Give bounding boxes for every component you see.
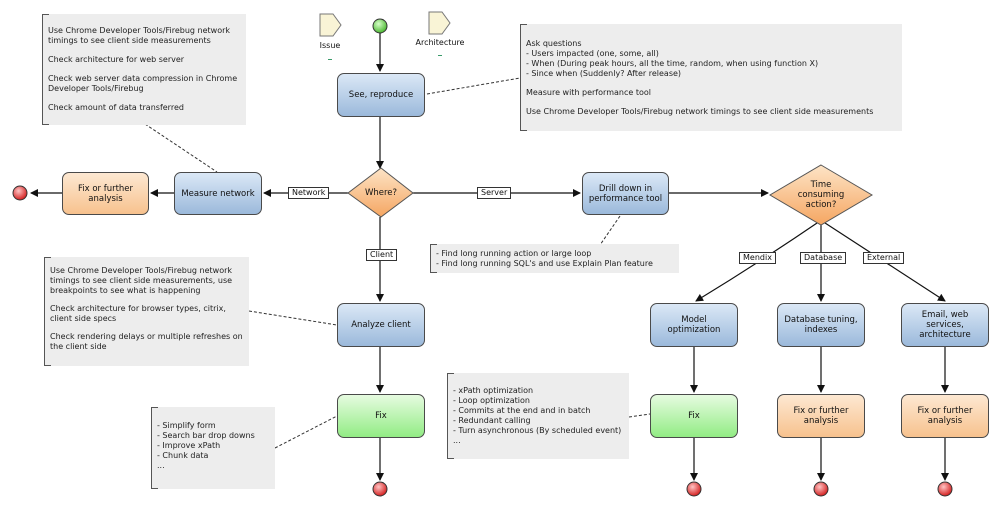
drill-item: - Find long running SQL's and use Explai… (436, 259, 653, 268)
issue-marker (328, 59, 332, 60)
architecture-document-icon[interactable] (428, 11, 451, 35)
end-node-database[interactable] (813, 481, 829, 497)
note-network-line-4: Check amount of data transferred (48, 103, 184, 112)
questions-item: - When (During peak hours, all the time,… (526, 59, 819, 68)
architecture-label: Architecture (415, 38, 465, 47)
time-consuming-label: Time consuming action? (797, 180, 845, 210)
end-node-external[interactable] (937, 481, 953, 497)
issue-label: Issue (319, 41, 341, 50)
analyze-client-node[interactable]: Analyze client (337, 303, 425, 347)
note-client-line-1: Use Chrome Developer Tools/Firebug netwo… (50, 266, 233, 295)
edge-label-network: Network (288, 187, 330, 199)
fix-client-node[interactable]: Fix (337, 394, 425, 438)
fix-network-node[interactable]: Fix or further analysis (62, 172, 149, 215)
drill-item: - Find long running action or large loop (436, 249, 592, 258)
note-network: Use Chrome Developer Tools/Firebug netwo… (42, 14, 246, 125)
questions-performance-tool: Measure with performance tool (526, 88, 651, 97)
note-fix-model: - xPath optimization - Loop optimization… (447, 373, 629, 459)
decision-time-consuming[interactable] (769, 164, 873, 226)
note-drill: - Find long running action or large loop… (430, 244, 679, 273)
see-reproduce-node[interactable]: See, reproduce (337, 73, 425, 117)
fix-client-item: - Improve xPath (157, 441, 221, 450)
note-network-line-2: Check architecture for web server (48, 55, 185, 64)
where-label: Where? (364, 188, 398, 198)
fix-client-item: - Search bar drop downs (157, 431, 255, 440)
edge-label-mendix: Mendix (739, 252, 776, 264)
fix-client-item: ... (157, 461, 165, 470)
note-connectors (144, 77, 651, 449)
note-client: Use Chrome Developer Tools/Firebug netwo… (44, 257, 249, 366)
fix-model-item: - xPath optimization (453, 386, 534, 395)
fix-model-item: - Commits at the end and in batch (453, 406, 591, 415)
fix-model-item: - Turn asynchronous (By scheduled event) (453, 426, 622, 435)
fix-model-item: - Redundant calling (453, 416, 531, 425)
decision-where[interactable] (347, 167, 414, 218)
edge-label-database: Database (800, 252, 847, 264)
edge-label-external: External (863, 252, 905, 264)
questions-heading: Ask questions (526, 39, 582, 48)
measure-network-node[interactable]: Measure network (174, 172, 262, 215)
note-client-line-2: Check architecture for browser types, ci… (50, 304, 226, 323)
drill-down-node[interactable]: Drill down in performance tool (582, 172, 669, 215)
note-questions: Ask questions - Users impacted (one, som… (520, 24, 902, 131)
fix-external-node[interactable]: Fix or further analysis (901, 394, 989, 438)
connector-drill (599, 215, 621, 246)
questions-chrome: Use Chrome Developer Tools/Firebug netwo… (526, 107, 874, 116)
database-tuning-node[interactable]: Database tuning, indexes (777, 303, 865, 347)
questions-item: - Since when (Suddenly? After release) (526, 69, 682, 78)
fix-model-item: ... (453, 436, 461, 445)
end-node-model[interactable] (686, 481, 702, 497)
email-services-node[interactable]: Email, web services, architecture (901, 303, 989, 347)
edge-label-server: Server (477, 187, 512, 199)
fix-model-item: - Loop optimization (453, 396, 530, 405)
end-node-client[interactable] (372, 481, 388, 497)
fix-client-item: - Chunk data (157, 451, 209, 460)
fix-client-item: - Simplify form (157, 421, 216, 430)
model-optimization-node[interactable]: Model optimization (650, 303, 738, 347)
connector-network (144, 123, 218, 173)
connector-client (248, 310, 338, 326)
fix-database-node[interactable]: Fix or further analysis (777, 394, 865, 438)
note-client-line-3: Check rendering delays or multiple refre… (50, 332, 243, 351)
note-network-line-3: Check web server data compression in Chr… (48, 74, 238, 93)
connector-fix-model (628, 413, 651, 418)
connector-questions (426, 77, 521, 95)
questions-item: - Users impacted (one, some, all) (526, 49, 659, 58)
note-network-line-1: Use Chrome Developer Tools/Firebug netwo… (48, 26, 231, 45)
issue-document-icon[interactable] (319, 13, 342, 37)
connector-fix-client (274, 415, 338, 449)
start-node[interactable] (372, 18, 388, 34)
end-node-network[interactable] (12, 185, 28, 201)
architecture-marker (438, 55, 442, 56)
edge-label-client: Client (366, 249, 398, 261)
fix-model-node[interactable]: Fix (650, 394, 738, 438)
note-fix-client: - Simplify form - Search bar drop downs … (151, 407, 275, 489)
